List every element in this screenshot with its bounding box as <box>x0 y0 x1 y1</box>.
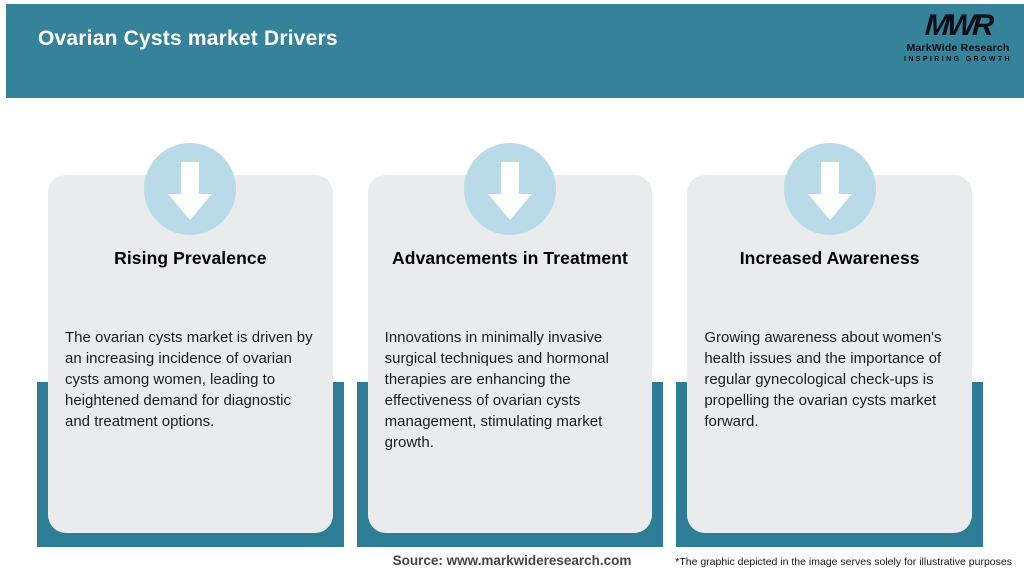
driver-card-rising-prevalence: Rising Prevalence The ovarian cysts mark… <box>37 143 344 547</box>
arrow-down-icon <box>168 162 213 220</box>
card-title: Advancements in Treatment <box>392 248 628 268</box>
header-bar: Ovarian Cysts market Drivers MWR MarkWid… <box>6 4 1024 98</box>
arrow-badge <box>464 143 556 235</box>
logo-company-name: MarkWide Research <box>906 42 1010 54</box>
card-body-text: The ovarian cysts market is driven by an… <box>65 329 313 430</box>
logo-tagline: INSPIRING GROWTH <box>903 55 1012 63</box>
source-text: Source: www.markwideresearch.com <box>392 553 632 568</box>
card-panel: Advancements in Treatment Innovations in… <box>367 143 653 533</box>
driver-card-increased-awareness: Increased Awareness Growing awareness ab… <box>676 143 984 547</box>
page-title: Ovarian Cysts market Drivers <box>38 27 338 50</box>
arrow-badge <box>783 143 876 235</box>
disclaimer-text: *The graphic depicted in the image serve… <box>675 556 1012 568</box>
mwr-monogram-icon: MWR <box>923 9 993 42</box>
markwide-logo: MWR MarkWide Research INSPIRING GROWTH <box>900 9 1016 63</box>
card-panel: Increased Awareness Growing awareness ab… <box>687 143 973 533</box>
card-title: Rising Prevalence <box>114 248 267 268</box>
arrow-down-icon <box>807 162 852 220</box>
card-body-text: Growing awareness about women's health i… <box>704 329 942 430</box>
card-panel: Rising Prevalence The ovarian cysts mark… <box>48 143 333 533</box>
card-body-text: Innovations in minimally invasive surgic… <box>384 329 609 451</box>
driver-cards-row: Rising Prevalence The ovarian cysts mark… <box>37 143 984 547</box>
driver-card-advancements-in-treatment: Advancements in Treatment Innovations in… <box>356 143 664 547</box>
arrow-down-icon <box>488 162 532 220</box>
card-title: Increased Awareness <box>739 248 920 268</box>
arrow-badge <box>144 143 237 235</box>
